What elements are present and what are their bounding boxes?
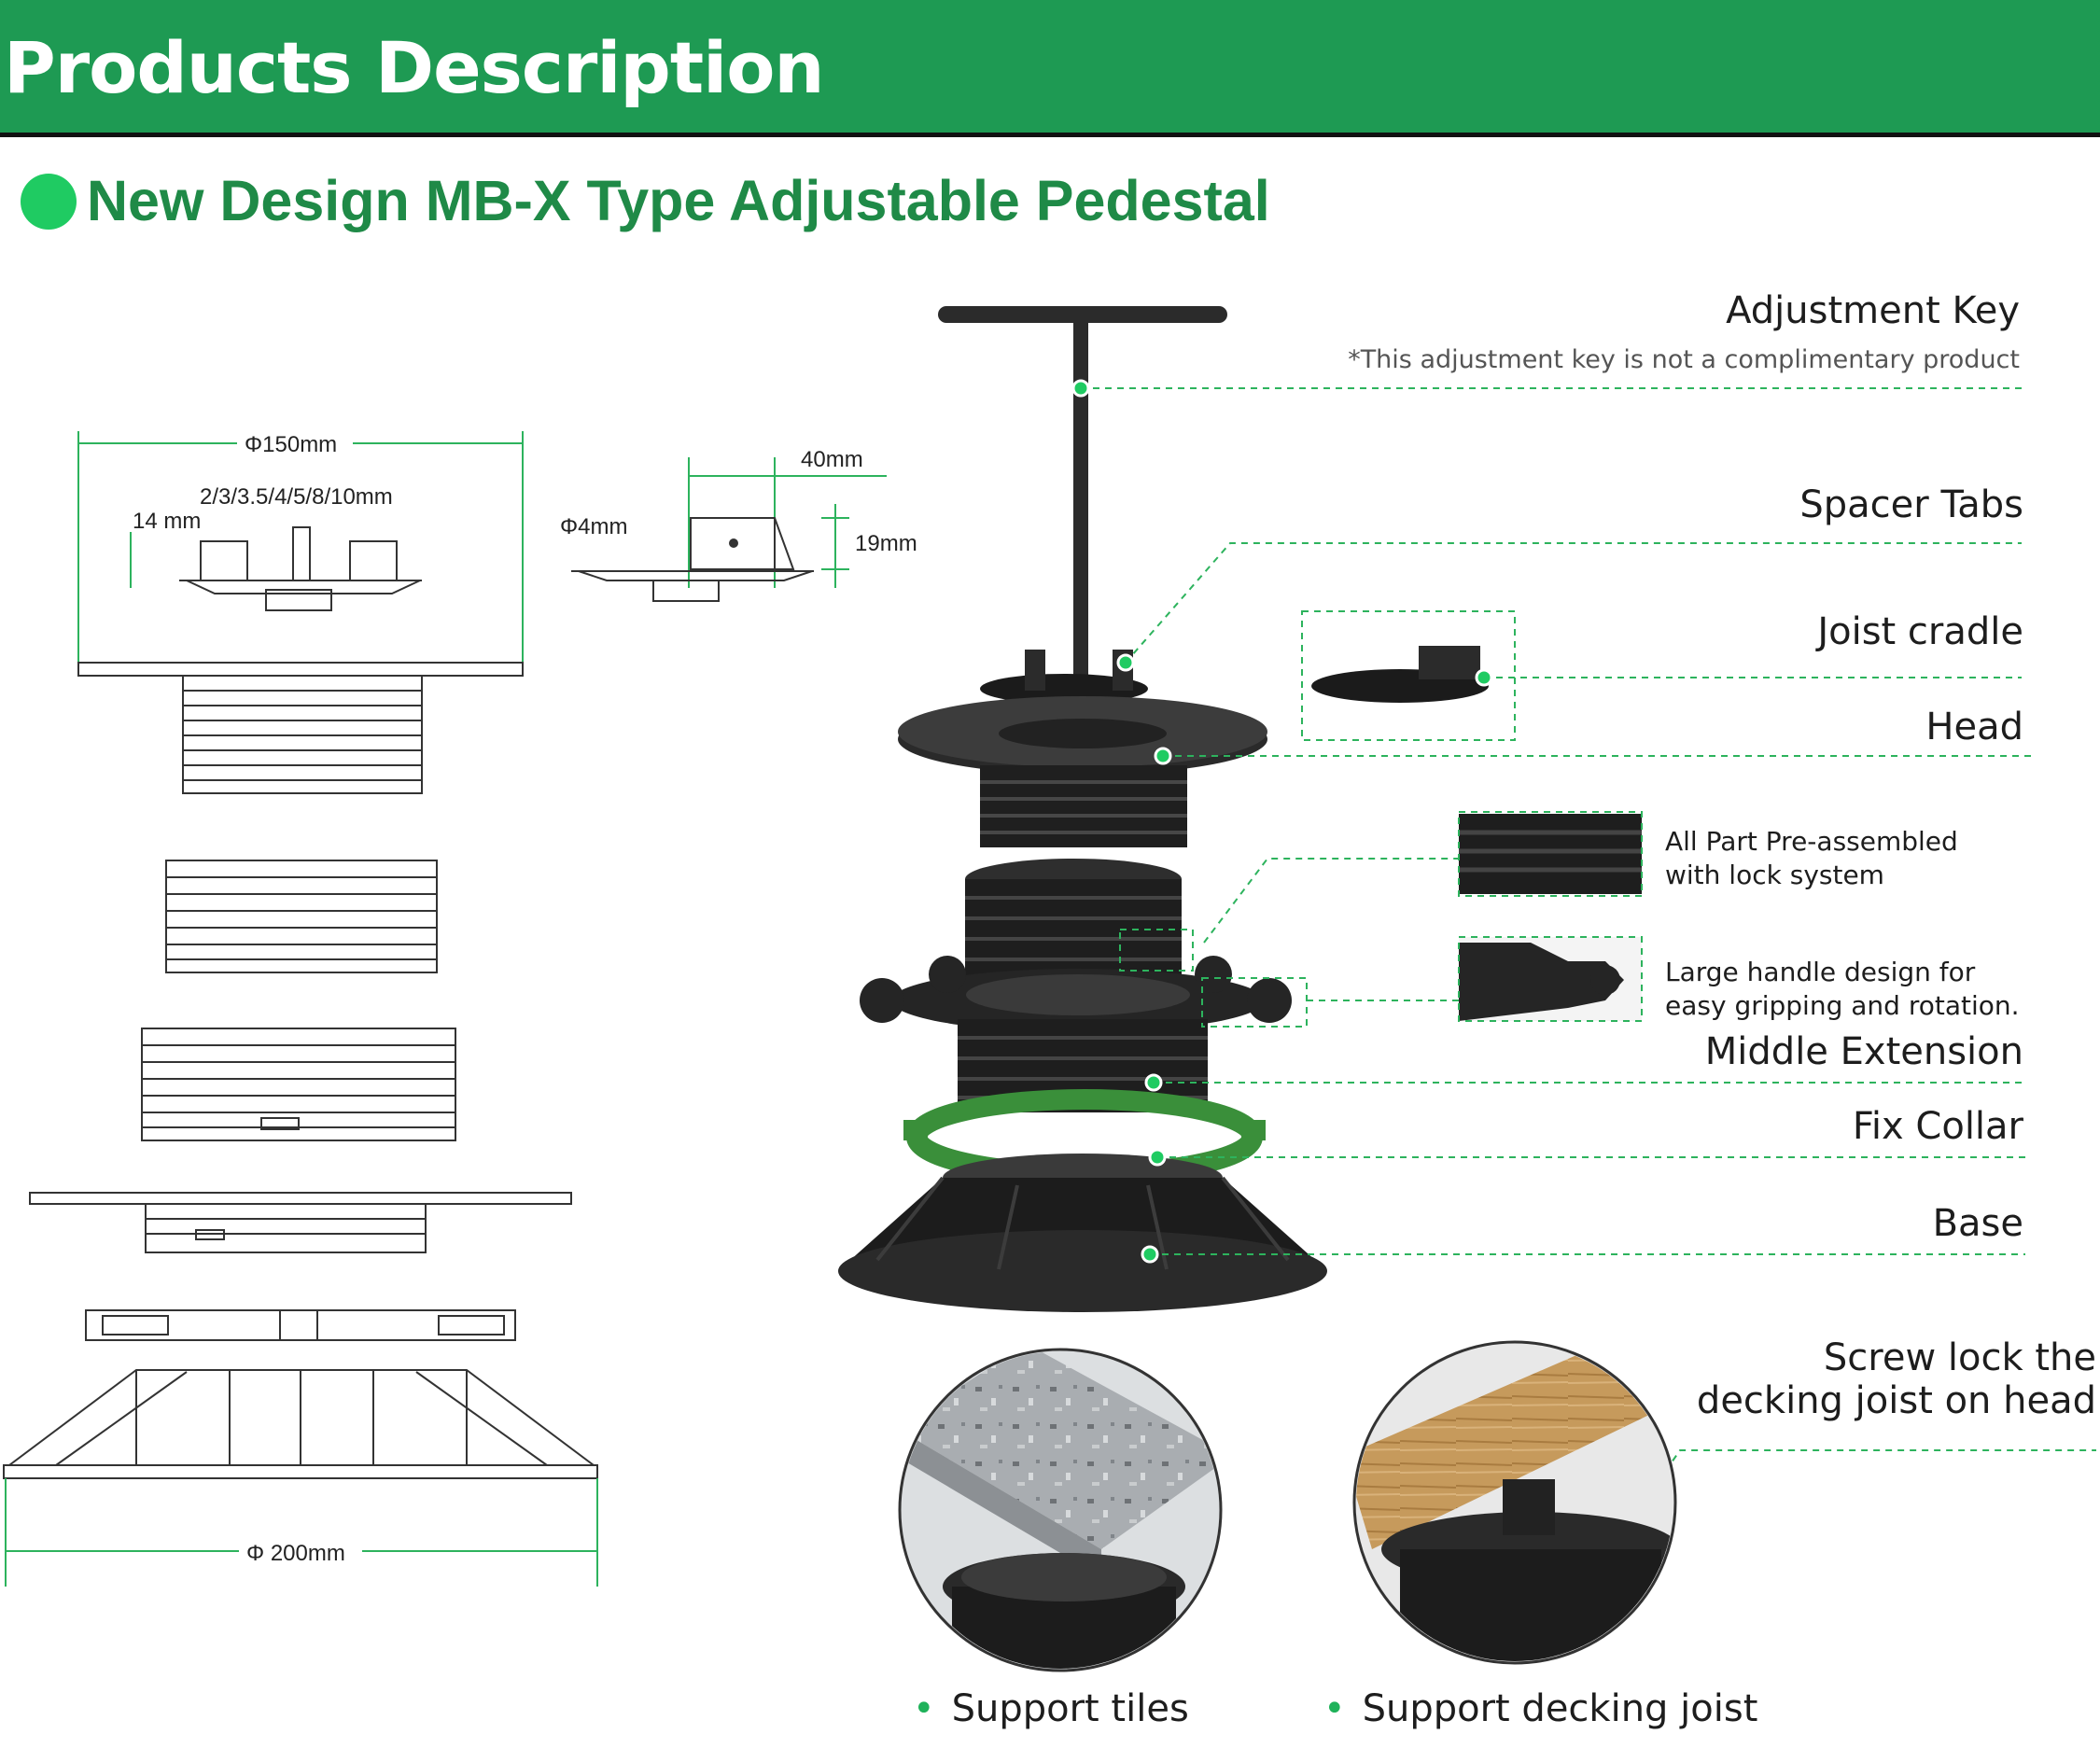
dim-tab-height: 14 mm (133, 509, 201, 534)
label-handle-design: Large handle design for easy gripping an… (1665, 956, 2020, 1023)
header-banner: Products Description (0, 0, 2100, 137)
label-handle-line1: Large handle design for (1665, 957, 1976, 987)
dim-tab-sizes: 2/3/3.5/4/5/8/10mm (200, 484, 393, 510)
dim-cradle-width: 40mm (801, 447, 863, 472)
label-head: Head (1925, 706, 2023, 748)
label-joist-cradle: Joist cradle (1817, 610, 2023, 653)
caption-support-tiles-text: Support tiles (951, 1687, 1189, 1730)
label-adjustment-key: Adjustment Key (1726, 289, 2020, 332)
label-handle-line2: easy gripping and rotation. (1665, 990, 2020, 1021)
label-screw-lock-line2: decking joist on head (1696, 1379, 2096, 1422)
dim-base-diameter: Φ 200mm (246, 1541, 345, 1566)
technical-drawing (3, 427, 887, 1587)
label-base: Base (1932, 1202, 2023, 1245)
label-screw-lock: Screw lock the decking joist on head (1697, 1336, 2096, 1422)
caption-support-joist-text: Support decking joist (1362, 1687, 1758, 1730)
label-adjustment-note: *This adjustment key is not a compliment… (1348, 345, 2020, 374)
page-title: Products Description (4, 26, 825, 109)
label-preassembled-line2: with lock system (1665, 860, 1884, 890)
green-dot-icon (21, 174, 77, 230)
dim-cradle-height: 19mm (855, 531, 917, 556)
product-subtitle: New Design MB-X Type Adjustable Pedestal (87, 169, 1270, 232)
bullet-icon: • (913, 1687, 935, 1730)
label-fix-collar: Fix Collar (1852, 1105, 2023, 1148)
label-spacer-tabs: Spacer Tabs (1799, 483, 2023, 526)
label-middle-extension: Middle Extension (1704, 1030, 2023, 1073)
bullet-icon: • (1323, 1687, 1346, 1730)
label-preassembled: All Part Pre-assembled with lock system (1665, 825, 1958, 892)
dim-key-hole: Φ4mm (560, 514, 627, 539)
caption-support-tiles: • Support tiles (913, 1687, 1189, 1730)
exploded-pedestal (838, 306, 1327, 1312)
caption-support-joist: • Support decking joist (1323, 1687, 1757, 1730)
label-preassembled-line1: All Part Pre-assembled (1665, 826, 1958, 857)
dim-top-diameter: Φ150mm (245, 432, 337, 457)
label-screw-lock-line1: Screw lock the (1823, 1336, 2096, 1379)
